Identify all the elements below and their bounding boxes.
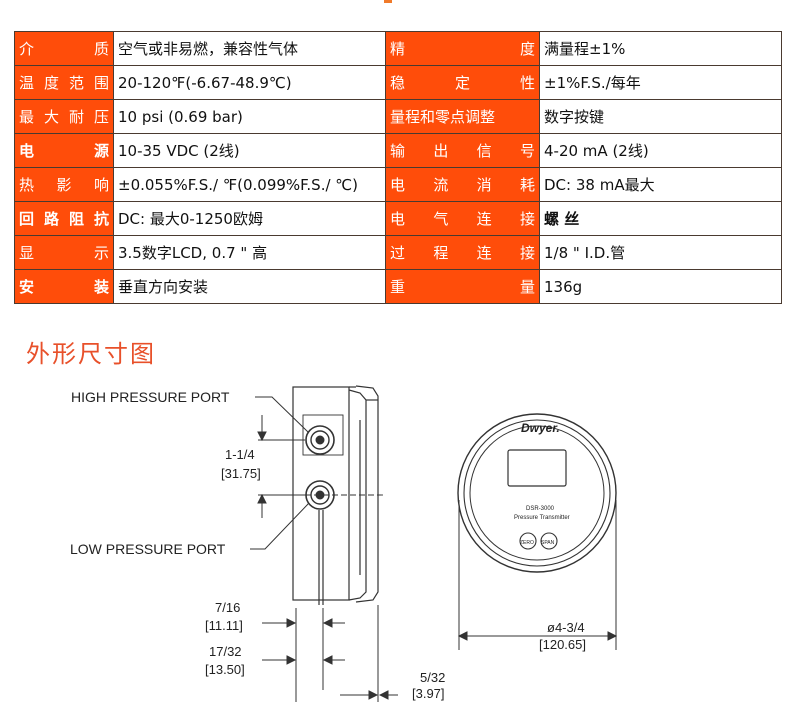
dim-diameter-mm: [120.65] (539, 637, 586, 652)
svg-text:ZERO: ZERO (520, 540, 534, 546)
spec-label: 过程连接 (385, 235, 540, 270)
spec-label-text: 输出信号 (390, 142, 535, 160)
spec-label-text: 温度范围 (19, 74, 109, 92)
high-port-label: HIGH PRESSURE PORT (71, 389, 230, 405)
front-model: DSR-3000 (526, 506, 555, 512)
spec-label-text: 电气连接 (390, 210, 535, 228)
spec-label: 稳定性 (385, 65, 540, 100)
spec-label: 量程和零点调整 (385, 99, 540, 134)
spec-label: 显示 (14, 235, 114, 270)
spec-label-text: 电源 (19, 142, 109, 160)
spec-label-text: 回路阻抗 (19, 210, 109, 228)
spec-value: 满量程±1% (539, 31, 782, 66)
spec-value: 1/8 " I.D.管 (539, 235, 782, 270)
dim-a: 7/16 (215, 600, 240, 615)
spec-label-text: 过程连接 (390, 244, 535, 262)
spec-label: 回路阻抗 (14, 201, 114, 236)
spec-value: 3.5数字LCD, 0.7 " 高 (113, 235, 386, 270)
spec-value: 螺 丝 (539, 201, 782, 236)
spec-label: 介质 (14, 31, 114, 66)
spec-value: DC: 38 mA最大 (539, 167, 782, 202)
dim-spacing-mm: [31.75] (221, 466, 261, 481)
spec-label: 精度 (385, 31, 540, 66)
spec-label-text: 热影响 (19, 176, 109, 194)
spec-label: 温度范围 (14, 65, 114, 100)
dimension-section-title: 外形尺寸图 (26, 340, 156, 368)
high-pressure-port (305, 425, 335, 455)
dim-spacing-label: 1-1/4 (225, 447, 255, 462)
spec-value: 136g (539, 269, 782, 304)
top-accent-mark (384, 0, 392, 3)
spec-label-text: 介质 (19, 40, 109, 58)
side-body-outline (292, 386, 350, 601)
spec-label: 电气连接 (385, 201, 540, 236)
port-spacing-dimension (257, 415, 305, 518)
spec-value: 垂直方向安装 (113, 269, 386, 304)
svg-text:SPAN: SPAN (541, 540, 555, 546)
spec-value: 10 psi (0.69 bar) (113, 99, 386, 134)
front-view: ZERO SPAN (457, 413, 617, 573)
spec-label: 最大耐压 (14, 99, 114, 134)
spec-label: 电源 (14, 133, 114, 168)
dim-c-mm: [3.97] (412, 686, 445, 701)
diameter-dimension (457, 500, 618, 650)
dim-b: 17/32 (209, 644, 242, 659)
spec-label: 安装 (14, 269, 114, 304)
low-pressure-port (305, 480, 335, 510)
dim-b-mm: [13.50] (205, 662, 245, 677)
spec-value: 数字按键 (539, 99, 782, 134)
spec-label-text: 精度 (390, 40, 535, 58)
spec-label-text: 显示 (19, 244, 109, 262)
spec-label: 重量 (385, 269, 540, 304)
bottom-dimensions (262, 605, 398, 702)
side-view (260, 385, 385, 605)
spec-label: 电流消耗 (385, 167, 540, 202)
spec-value: 空气或非易燃，兼容性气体 (113, 31, 386, 66)
spec-value: 20-120℉(-6.67-48.9℃) (113, 65, 386, 100)
spec-label-text: 安装 (19, 278, 109, 296)
spec-value: 10-35 VDC (2线) (113, 133, 386, 168)
spec-label-text: 最大耐压 (19, 108, 109, 126)
front-brand: Dwyer. (521, 421, 560, 435)
spec-value: ±0.055%F.S./ ℉(0.099%F.S./ ℃) (113, 167, 386, 202)
dimension-drawing: HIGH PRESSURE PORT LOW PRESSURE PORT 1-1… (70, 385, 618, 702)
front-product: Pressure Transmitter (514, 515, 570, 521)
dim-diameter: ø4-3/4 (547, 620, 585, 635)
spec-value: DC: 最大0-1250欧姆 (113, 201, 386, 236)
spec-label: 热影响 (14, 167, 114, 202)
spec-label-text: 稳定性 (390, 74, 535, 92)
spec-label: 输出信号 (385, 133, 540, 168)
spec-label-text: 重量 (390, 278, 535, 296)
dim-c: 5/32 (420, 670, 445, 685)
spec-label-text: 电流消耗 (390, 176, 535, 194)
spec-value: ±1%F.S./每年 (539, 65, 782, 100)
low-port-label: LOW PRESSURE PORT (70, 541, 226, 557)
dim-a-mm: [11.11] (205, 618, 243, 633)
spec-row: 介质空气或非易燃，兼容性气体精度满量程±1% (14, 31, 782, 66)
spec-value: 4-20 mA (2线) (539, 133, 782, 168)
